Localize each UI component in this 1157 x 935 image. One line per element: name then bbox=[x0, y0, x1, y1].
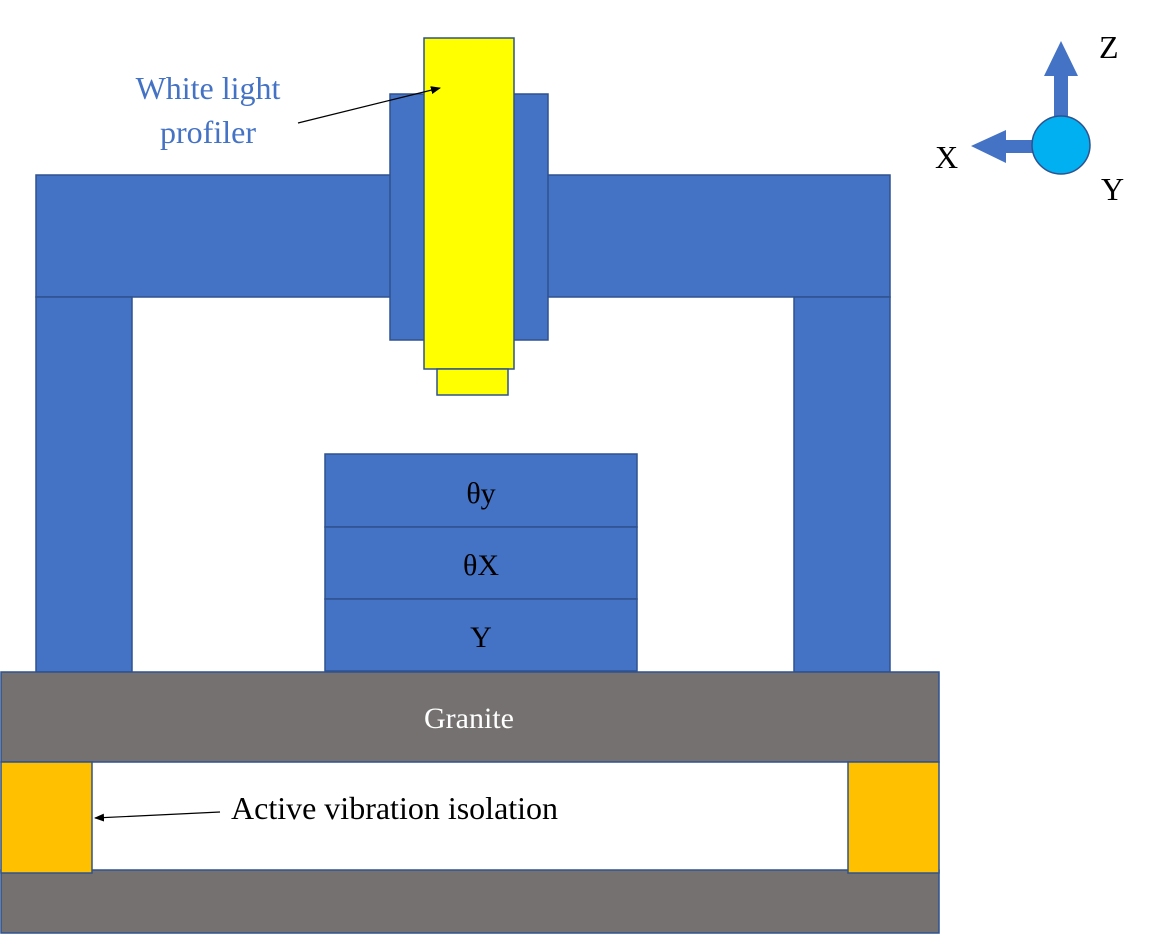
x-axis-arrowhead bbox=[971, 130, 1006, 163]
granite-label: Granite bbox=[424, 702, 514, 735]
white-light-profiler bbox=[423, 37, 515, 370]
stage-y bbox=[324, 598, 638, 672]
isolator-right bbox=[847, 761, 940, 874]
profiler-label-line2: profiler bbox=[160, 114, 256, 150]
axis-z-label: Z bbox=[1099, 29, 1119, 65]
granite-block bbox=[0, 671, 940, 763]
stage-theta-y bbox=[324, 453, 638, 528]
gantry-right-leg bbox=[793, 296, 891, 673]
stage-theta-y-label: θy bbox=[466, 477, 495, 510]
stage-theta-x bbox=[324, 526, 638, 600]
profiler-label-line1: White light bbox=[136, 70, 281, 106]
y-axis-circle bbox=[1031, 115, 1091, 175]
stage-y-label: Y bbox=[470, 621, 492, 654]
isolator-left bbox=[0, 761, 93, 874]
axis-x-label: X bbox=[935, 139, 958, 175]
z-axis-arrowhead bbox=[1044, 41, 1078, 76]
gantry-left-leg bbox=[35, 296, 133, 673]
x-axis-shaft bbox=[1004, 140, 1038, 153]
isolation-pointer-arrow bbox=[94, 811, 221, 822]
profiler-objective bbox=[436, 368, 509, 396]
floor-base bbox=[0, 869, 940, 934]
stage-theta-x-label: θX bbox=[463, 549, 499, 582]
isolation-label: Active vibration isolation bbox=[231, 790, 558, 826]
z-axis-shaft bbox=[1054, 74, 1068, 124]
coordinate-axes: Z X Y bbox=[935, 29, 1124, 207]
stage-stack bbox=[324, 453, 638, 672]
profiler-pointer-arrow bbox=[297, 86, 441, 124]
axis-y-label: Y bbox=[1101, 171, 1124, 207]
